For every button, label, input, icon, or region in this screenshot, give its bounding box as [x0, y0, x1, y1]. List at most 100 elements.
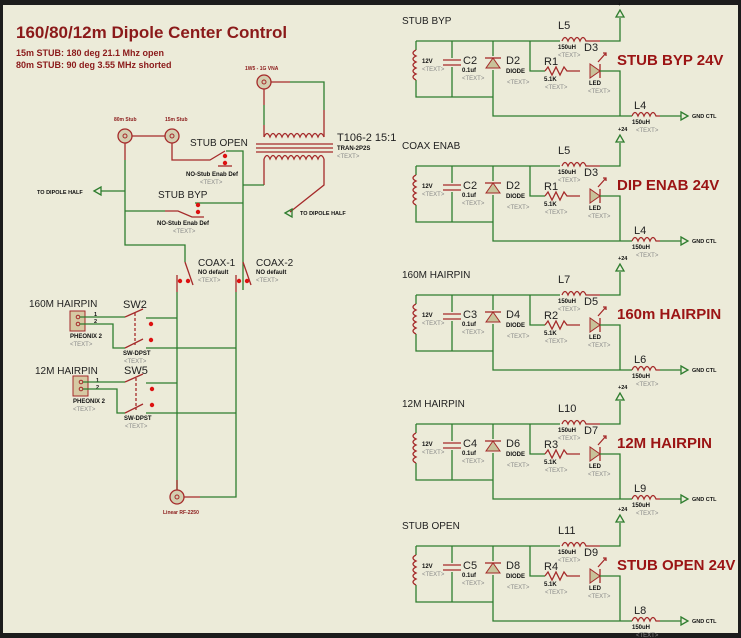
supply-label: +24 [618, 507, 628, 513]
res-value: 5.1K [544, 582, 557, 588]
switch-sw2[interactable]: SW2 SW-DPST <TEXT> [80, 299, 236, 365]
placeholder-text: <TEXT> [545, 339, 568, 345]
gnd-ctl-label: GND CTL [692, 497, 717, 503]
diode-icon [485, 182, 501, 194]
gnd-ctl-arrow-icon [680, 493, 690, 505]
res-value: 5.1K [544, 331, 557, 337]
svg-text:PHEONIX 2: PHEONIX 2 [70, 334, 103, 340]
schematic-sheet [3, 5, 738, 633]
supply-label: +24 [618, 127, 628, 133]
relay-coax-2[interactable]: COAX-2 NO default <TEXT> [235, 258, 294, 292]
diode-value: DIODE [506, 194, 525, 200]
placeholder-text: <TEXT> [507, 585, 530, 591]
driver-circuit-stub-open[interactable]: STUB OPEN12V<TEXT>C50.1uf<TEXT>D8DIODE<T… [402, 507, 735, 638]
circuit-banner: STUB OPEN 24V [617, 557, 735, 574]
resistor-icon [544, 319, 580, 331]
hairpin-160m[interactable]: 160M HAIRPIN 1 2 PHEONIX 2 <TEXT> [29, 299, 103, 348]
connector-80m-stub[interactable]: 80m Stub [114, 117, 137, 144]
led-icon [589, 568, 601, 584]
circuit-name: STUB OPEN [402, 521, 460, 532]
hairpin-12m[interactable]: 12M HAIRPIN 1 2 PHEONIX 2 <TEXT> [35, 366, 106, 413]
diode-icon [485, 57, 501, 69]
relay-coil [412, 49, 418, 81]
gnd-ctl-arrow-icon [680, 615, 690, 627]
driver-circuit-stub-byp[interactable]: STUB BYP12V<TEXT>C20.1uf<TEXT>D2DIODE<TE… [402, 2, 723, 134]
inductor-bot-value: 150uH [632, 625, 650, 631]
placeholder-text: <TEXT> [507, 80, 530, 86]
diode-ref: D2 [506, 55, 520, 67]
transformer-t106[interactable]: T106-2 15:1 TRAN-2P2S <TEXT> [256, 132, 396, 161]
coil-voltage: 12V [422, 184, 433, 190]
res-ref: R2 [544, 310, 558, 322]
led-icon [589, 317, 601, 333]
relay-coax-1[interactable]: COAX-1 NO default <TEXT> [176, 258, 236, 292]
placeholder-text: <TEXT> [462, 330, 485, 336]
inductor-top-ref: L11 [558, 525, 576, 537]
connector-vna[interactable]: 1W5 - 1G VNA [245, 66, 279, 90]
svg-text:<TEXT>: <TEXT> [198, 278, 221, 284]
resistor-icon [544, 448, 580, 460]
diode-ref: D2 [506, 180, 520, 192]
placeholder-text: <TEXT> [636, 633, 659, 638]
placeholder-text: <TEXT> [558, 178, 581, 184]
inductor-top-ref: L5 [558, 145, 570, 157]
svg-text:T106-2 15:1: T106-2 15:1 [337, 132, 396, 144]
terminal-dipole-half-left[interactable]: TO DIPOLE HALF [37, 185, 125, 197]
connector-rf-output[interactable]: Linear RF-2250 [163, 480, 200, 516]
placeholder-text: <TEXT> [422, 192, 445, 198]
driver-circuit-coax-enab[interactable]: COAX ENAB12V<TEXT>C20.1uf<TEXT>D2DIODE<T… [402, 127, 719, 259]
note-15m-stub: 15m STUB: 180 deg 21.1 Mhz open [16, 48, 164, 58]
svg-text:1: 1 [96, 378, 99, 384]
svg-text:80m Stub: 80m Stub [114, 117, 137, 123]
svg-text:12M HAIRPIN: 12M HAIRPIN [35, 366, 98, 377]
svg-text:STUB OPEN: STUB OPEN [190, 138, 248, 149]
inductor-bot-value: 150uH [632, 503, 650, 509]
driver-circuit-12m-hairpin[interactable]: 12M HAIRPIN12V<TEXT>C40.1uf<TEXT>D6DIODE… [402, 385, 717, 517]
connector-15m-stub[interactable]: 15m Stub [164, 117, 188, 144]
svg-text:SW5: SW5 [124, 365, 148, 377]
gnd-ctl-label: GND CTL [692, 239, 717, 245]
inductor-icon [561, 419, 600, 426]
coil-voltage: 12V [422, 59, 433, 65]
res-ref: R1 [544, 181, 558, 193]
capacitor [443, 442, 461, 449]
res-ref: R1 [544, 56, 558, 68]
svg-text:TO DIPOLE HALF: TO DIPOLE HALF [37, 190, 83, 196]
relay-stub-byp[interactable]: STUB BYP NO-Stub Enab Def <TEXT> [125, 190, 243, 235]
circuit-banner: 160m HAIRPIN [617, 306, 721, 323]
driver-circuit-160m-hairpin[interactable]: 160M HAIRPIN12V<TEXT>C30.1uf<TEXT>D4DIOD… [402, 256, 721, 388]
supply-label: +24 [618, 256, 628, 262]
inductor-bot-value: 150uH [632, 245, 650, 251]
inductor-top-value: 150uH [558, 299, 576, 305]
gnd-ctl-label: GND CTL [692, 368, 717, 374]
led-value: LED [589, 586, 602, 592]
inductor-top-ref: L5 [558, 20, 570, 32]
gnd-ctl-arrow-icon [680, 110, 690, 122]
placeholder-text: <TEXT> [636, 511, 659, 517]
coil-voltage: 12V [422, 313, 433, 319]
placeholder-text: <TEXT> [558, 558, 581, 564]
inductor-top-ref: L7 [558, 274, 570, 286]
terminal-dipole-half-right[interactable]: TO DIPOLE HALF [283, 207, 346, 219]
diode-ref: D4 [506, 309, 520, 321]
switch-sw5[interactable]: SW5 SW-DPST <TEXT> [83, 365, 236, 430]
led-ref: D3 [584, 167, 598, 179]
svg-text:STUB BYP: STUB BYP [158, 190, 208, 201]
placeholder-text: <TEXT> [558, 307, 581, 313]
inductor-icon [631, 494, 660, 501]
inductor-icon [561, 541, 600, 548]
inductor-top-value: 150uH [558, 45, 576, 51]
placeholder-text: <TEXT> [636, 128, 659, 134]
inductor-bot-ref: L4 [634, 225, 646, 237]
inductor-bot-ref: L4 [634, 100, 646, 112]
gnd-ctl-arrow-icon [680, 364, 690, 376]
relay-stub-open[interactable]: STUB OPEN NO-Stub Enab Def <TEXT> [186, 138, 248, 290]
circuit-name: 160M HAIRPIN [402, 270, 470, 281]
inductor-bot-ref: L6 [634, 354, 646, 366]
led-icon [589, 63, 601, 79]
placeholder-text: <TEXT> [507, 334, 530, 340]
placeholder-text: <TEXT> [558, 436, 581, 442]
circuit-banner: 12M HAIRPIN [617, 435, 712, 452]
